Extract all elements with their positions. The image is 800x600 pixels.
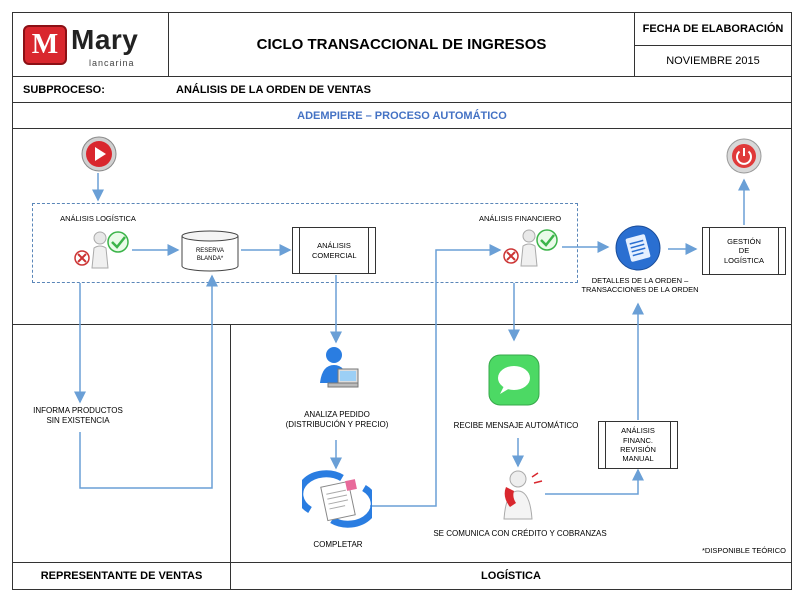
analisis-financiero-label: ANÁLISIS FINANCIERO <box>478 214 562 223</box>
subprocess-label: SUBPROCESO: <box>23 84 105 96</box>
database-icon: RESERVA BLANDA* <box>180 230 240 272</box>
lane-logistica-text: LOGÍSTICA <box>481 570 541 582</box>
approval-person-icon <box>74 231 129 269</box>
reserva-blanda-label: RESERVA BLANDA* <box>195 248 225 262</box>
lane-label-representante: REPRESENTANTE DE VENTAS <box>12 562 231 590</box>
logo-text: Mary <box>71 24 139 55</box>
power-icon <box>726 138 762 174</box>
logo-subtext: lancarina <box>89 58 135 68</box>
form-refresh-icon <box>296 470 378 528</box>
informa-productos-label: INFORMA PRODUCTOS SIN EXISTENCIA <box>33 406 123 425</box>
page-title: CICLO TRANSACCIONAL DE INGRESOS <box>168 12 635 77</box>
approval-person-financiero <box>501 226 561 270</box>
play-icon <box>81 136 117 172</box>
detalles-orden-label: DETALLES DE LA ORDEN – TRANSACCIONES DE … <box>581 276 699 295</box>
document-list-icon <box>614 224 662 272</box>
analisis-comercial-label: ANÁLISIS COMERCIAL <box>312 241 357 260</box>
subprocess-value: ANÁLISIS DE LA ORDEN DE VENTAS <box>176 84 371 96</box>
completar-label: COMPLETAR <box>313 540 363 549</box>
date-value-cell: NOVIEMBRE 2015 <box>634 45 792 77</box>
footnote-disponible: *DISPONIBLE TEÓRICO <box>701 546 786 555</box>
date-value: NOVIEMBRE 2015 <box>666 55 760 67</box>
lane-label-logistica: LOGÍSTICA <box>230 562 792 590</box>
approval-person-logistica <box>72 228 132 272</box>
se-comunica-label: SE COMUNICA CON CRÉDITO Y COBRANZAS <box>433 529 607 538</box>
analisis-comercial-box: ANÁLISIS COMERCIAL <box>292 227 376 274</box>
logo-cell: M Mary lancarina <box>12 12 169 77</box>
revision-manual-box: ANÁLISIS FINANC. REVISIÓN MANUAL <box>598 421 678 469</box>
automatic-process-band: ADEMPIERE – PROCESO AUTOMÁTICO <box>12 102 792 129</box>
date-label-cell: FECHA DE ELABORACIÓN <box>634 12 792 46</box>
lane-representante-text: REPRESENTANTE DE VENTAS <box>40 570 203 582</box>
automatic-process-label: ADEMPIERE – PROCESO AUTOMÁTICO <box>297 109 507 122</box>
phone-person-icon <box>492 467 544 521</box>
messages-app-icon <box>488 354 540 406</box>
automatic-group-dashed-box <box>32 203 578 283</box>
recibe-mensaje-label: RECIBE MENSAJE AUTOMÁTICO <box>453 421 579 430</box>
revision-manual-label: ANÁLISIS FINANC. REVISIÓN MANUAL <box>620 426 656 464</box>
computer-user-icon <box>314 345 360 393</box>
lane-representante <box>12 324 231 563</box>
logo-badge: M <box>23 25 67 65</box>
approval-person-icon-2 <box>503 229 558 267</box>
date-label: FECHA DE ELABORACIÓN <box>642 23 784 35</box>
page-title-text: CICLO TRANSACCIONAL DE INGRESOS <box>256 36 547 53</box>
gestion-logistica-label: GESTIÓN DE LOGÍSTICA <box>723 236 764 265</box>
analiza-pedido-label: ANALIZA PEDIDO (DISTRIBUCIÓN Y PRECIO) <box>285 410 389 429</box>
analisis-logistica-label: ANÁLISIS LOGÍSTICA <box>60 214 136 223</box>
gestion-logistica-box: GESTIÓN DE LOGÍSTICA <box>702 227 786 275</box>
subprocess-row: SUBPROCESO: ANÁLISIS DE LA ORDEN DE VENT… <box>12 76 792 103</box>
